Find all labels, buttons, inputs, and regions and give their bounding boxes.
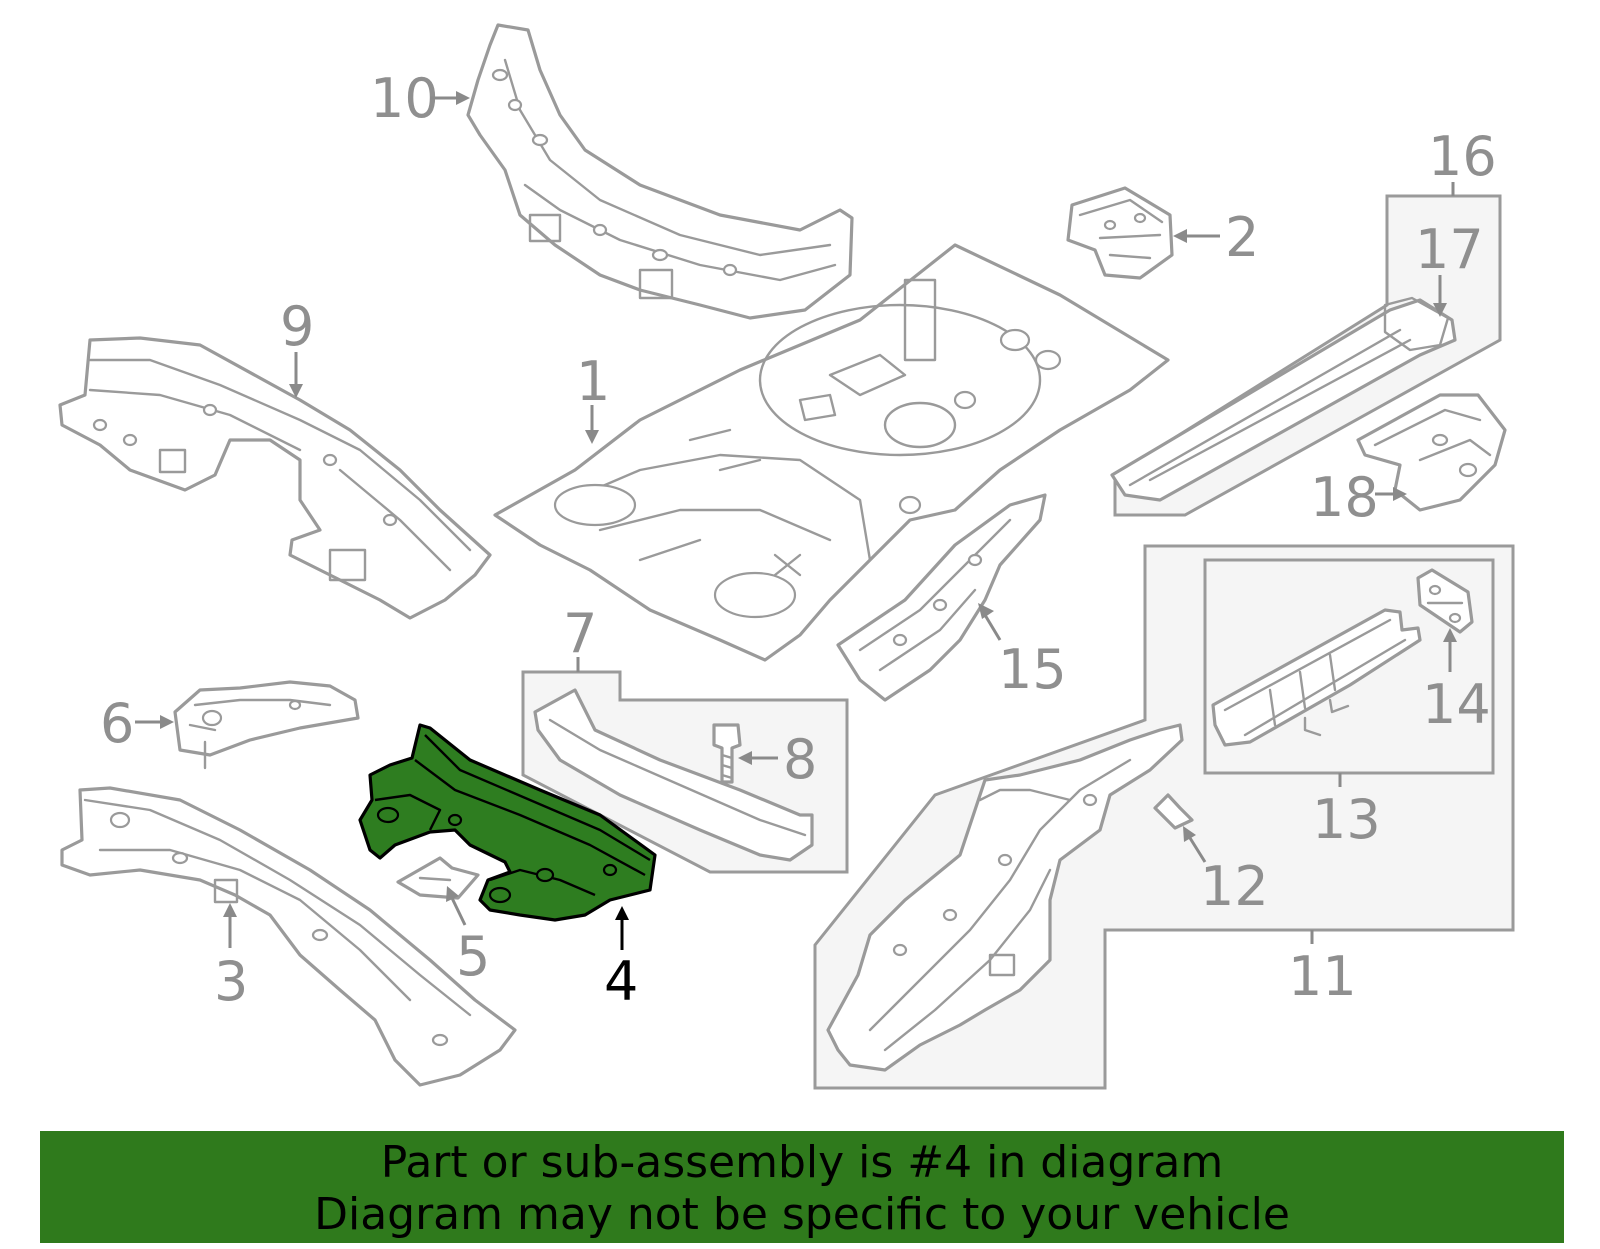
callout-15: 15: [978, 603, 1067, 701]
part-10-rear-upper-crossmember[interactable]: [466, 23, 854, 320]
callout-14: 14: [1422, 628, 1491, 736]
svg-text:12: 12: [1200, 855, 1269, 918]
banner-line-part: Part or sub-assembly is #4 in diagram: [380, 1137, 1224, 1188]
part-7-crossmember[interactable]: [533, 688, 814, 862]
svg-text:3: 3: [214, 950, 248, 1013]
svg-text:15: 15: [998, 638, 1067, 701]
part-12-clip[interactable]: [1153, 793, 1194, 830]
svg-text:5: 5: [456, 925, 490, 988]
part-11-quarter-inner[interactable]: [826, 723, 1184, 1072]
svg-text:1: 1: [576, 350, 610, 413]
svg-text:18: 18: [1310, 466, 1379, 529]
part-13-rail[interactable]: [1211, 608, 1422, 747]
callout-18: 18: [1310, 466, 1407, 529]
svg-text:2: 2: [1225, 206, 1259, 269]
callout-8: 8: [738, 728, 817, 791]
part-1-rear-floor-pan[interactable]: [493, 243, 1170, 662]
part-15-reinforcement[interactable]: [836, 493, 1047, 702]
part-5-plate[interactable]: [396, 856, 480, 900]
svg-text:11: 11: [1288, 945, 1357, 1008]
callout-7: 7: [563, 602, 597, 672]
part-16-rail[interactable]: [1110, 296, 1457, 502]
callout-5: 5: [446, 886, 490, 988]
part-6-bracket[interactable]: [173, 680, 360, 770]
callout-2: 2: [1173, 206, 1259, 269]
callout-1: 1: [576, 350, 610, 444]
svg-text:8: 8: [783, 728, 817, 791]
part-2-bracket[interactable]: [1066, 186, 1174, 280]
callout-6: 6: [100, 692, 174, 755]
svg-text:13: 13: [1312, 788, 1381, 851]
callout-13: 13: [1312, 773, 1381, 851]
callout-9: 9: [280, 295, 314, 398]
callout-12: 12: [1183, 826, 1269, 918]
part-14-plate[interactable]: [1416, 568, 1474, 634]
svg-text:7: 7: [563, 602, 597, 665]
callout-16: 16: [1428, 125, 1497, 196]
svg-text:14: 14: [1422, 673, 1491, 736]
callout-17: 17: [1415, 218, 1484, 317]
callout-10: 10: [370, 67, 470, 130]
callout-11: 11: [1288, 930, 1357, 1008]
part-4-crossmember-highlighted[interactable]: [358, 723, 657, 922]
part-3-side-member[interactable]: [60, 786, 517, 1087]
svg-text:4: 4: [604, 950, 638, 1013]
svg-text:9: 9: [280, 295, 314, 358]
part-18-bracket[interactable]: [1356, 393, 1507, 512]
part-8-bolt[interactable]: [712, 723, 742, 784]
info-banner: Part or sub-assembly is #4 in diagram Di…: [40, 1131, 1564, 1243]
banner-line-disclaimer: Diagram may not be specific to your vehi…: [314, 1189, 1290, 1240]
part-9-rear-side-member[interactable]: [58, 336, 492, 620]
svg-text:6: 6: [100, 692, 134, 755]
svg-text:17: 17: [1415, 218, 1484, 281]
callout-3: 3: [214, 903, 248, 1013]
svg-text:16: 16: [1428, 125, 1497, 188]
svg-text:10: 10: [370, 67, 439, 130]
callout-4: 4: [604, 906, 638, 1013]
